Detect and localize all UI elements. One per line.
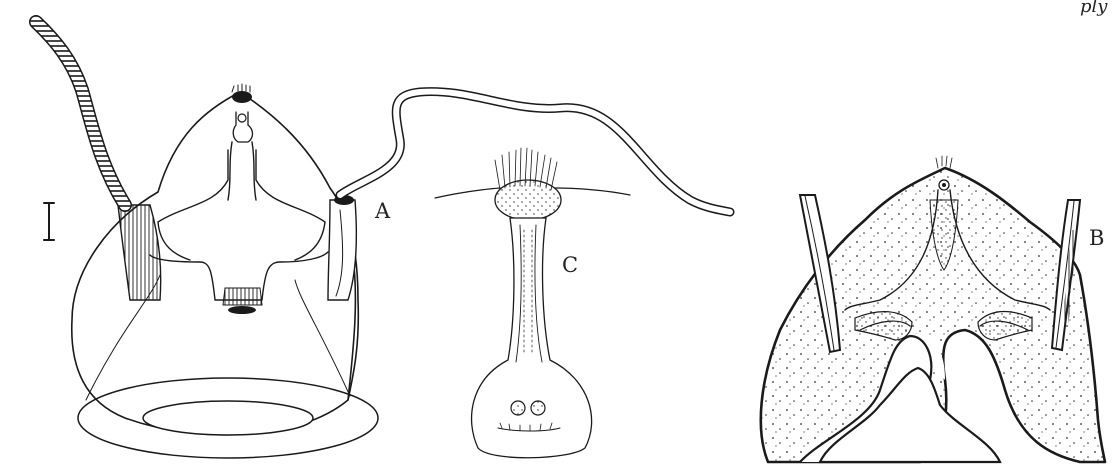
medusa-bell-outline	[72, 92, 359, 435]
label-a: A	[374, 199, 391, 223]
manubrium	[223, 288, 262, 305]
header-fragment: ply	[1080, 0, 1108, 17]
inner-frame	[158, 150, 325, 260]
left-tentacle-bulb	[118, 205, 161, 300]
gonad-right	[531, 401, 545, 415]
label-b: B	[1089, 226, 1104, 250]
figure-b: B	[761, 156, 1105, 462]
scale-bar	[44, 203, 54, 240]
apical-cap	[495, 180, 561, 220]
base-opening	[143, 401, 313, 435]
figure-a: A	[36, 22, 730, 458]
stalk	[233, 112, 252, 142]
figure-c: C	[435, 148, 630, 458]
gonad-left	[511, 401, 525, 415]
apical-knob	[232, 91, 252, 103]
label-c: C	[562, 253, 578, 277]
mouth	[228, 306, 256, 314]
